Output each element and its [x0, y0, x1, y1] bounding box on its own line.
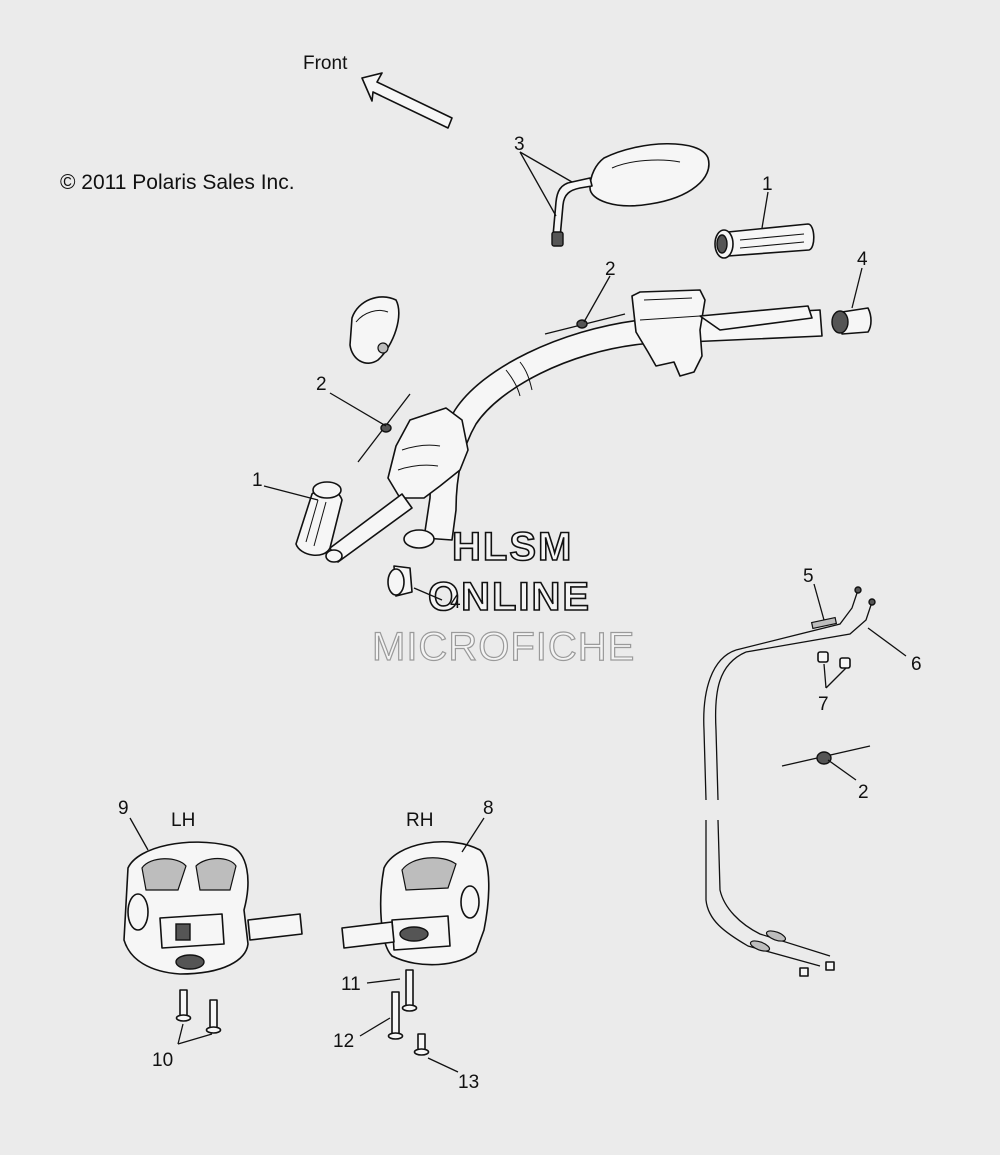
watermark-line3: MICROFICHE — [372, 625, 635, 669]
callout-bar-end-right: 4 — [857, 249, 868, 270]
callout-screws-lh: 10 — [152, 1050, 173, 1071]
bar-end-left — [387, 565, 413, 597]
callout-cable-ferrules: 7 — [818, 694, 829, 715]
left-control-housing — [325, 407, 469, 563]
front-arrow — [361, 72, 453, 129]
mirror-leader — [519, 151, 573, 217]
mirror — [551, 142, 710, 247]
copyright-text: © 2011 Polaris Sales Inc. — [60, 171, 295, 194]
callout-grip-right: 1 — [762, 174, 773, 195]
callout-screw-rh-c: 13 — [458, 1072, 479, 1093]
callout-screw-rh-a: 11 — [341, 974, 361, 995]
callout-switch-rh: 8 — [483, 798, 494, 819]
cable-ferrules — [817, 651, 851, 669]
grip-left — [295, 481, 343, 556]
screws-lh — [175, 989, 222, 1045]
front-label: Front — [303, 53, 348, 74]
callout-left-cable-clamp: 2 — [316, 374, 327, 395]
handlebar — [403, 309, 823, 549]
callout-mirror: 3 — [514, 134, 525, 155]
left-cable-clamp — [357, 393, 411, 463]
callout-screw-rh-b: 12 — [333, 1031, 354, 1052]
callout-cable-upper: 5 — [803, 566, 814, 587]
watermark-line2: ONLINE — [428, 575, 591, 619]
callout-grip-left: 1 — [252, 470, 263, 491]
bar-end-right — [831, 307, 872, 335]
wire-clip — [781, 745, 871, 767]
mirror-cap — [349, 296, 400, 364]
callout-throttle-cable-clamp: 2 — [605, 259, 616, 280]
callout-cable-lower: 6 — [911, 654, 922, 675]
throttle-cables — [703, 586, 876, 977]
grip-right — [714, 223, 815, 259]
leader-lines — [129, 191, 907, 853]
callout-switch-lh: 9 — [118, 798, 129, 819]
screws-rh — [359, 969, 459, 1073]
watermark-line1: HLSM — [452, 525, 573, 569]
switch-housing-lh — [123, 841, 303, 975]
label-lh: LH — [171, 810, 195, 831]
callout-bar-end-left: 4 — [450, 592, 461, 613]
switch-housing-rh — [341, 840, 490, 966]
right-control-housing — [631, 289, 813, 377]
label-rh: RH — [406, 810, 433, 831]
callout-wire-clip: 2 — [858, 782, 869, 803]
